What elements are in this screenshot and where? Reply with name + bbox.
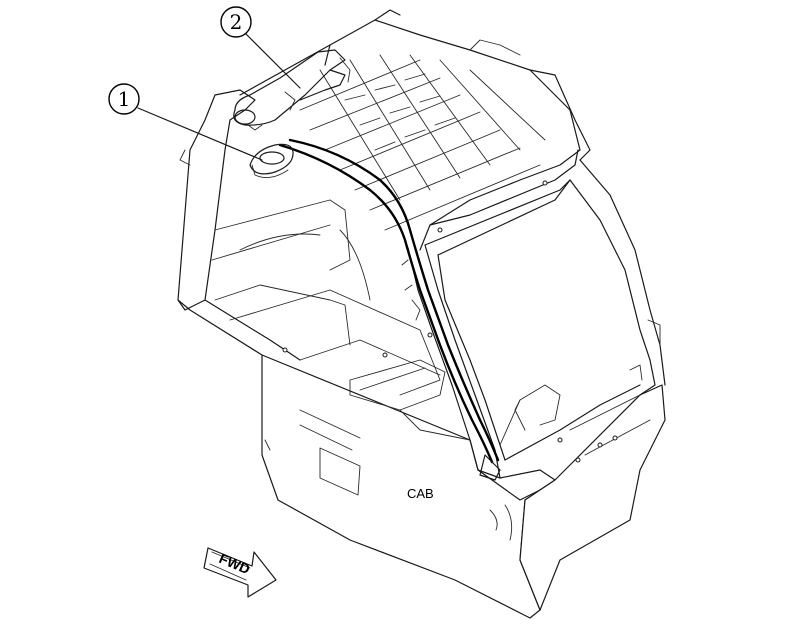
cab-floor [229, 229, 471, 441]
cab-roof [239, 9, 591, 251]
cab-front-panel [261, 354, 556, 619]
wire-harness [278, 138, 501, 481]
callout-2-number: 2 [230, 10, 243, 34]
cab-side-panel [519, 384, 666, 611]
cab-door-frame [437, 159, 666, 461]
cab-rear-frame [177, 89, 351, 361]
fwd-label: FWD [217, 550, 253, 577]
fwd-arrow-icon: FWD [203, 547, 277, 598]
harness-duct [233, 49, 351, 131]
callout-2: 2 [220, 6, 301, 89]
callout-1-number: 1 [118, 87, 131, 111]
dome-light [249, 143, 294, 179]
callout-1: 1 [108, 83, 263, 161]
cab-label: CAB [407, 486, 434, 501]
